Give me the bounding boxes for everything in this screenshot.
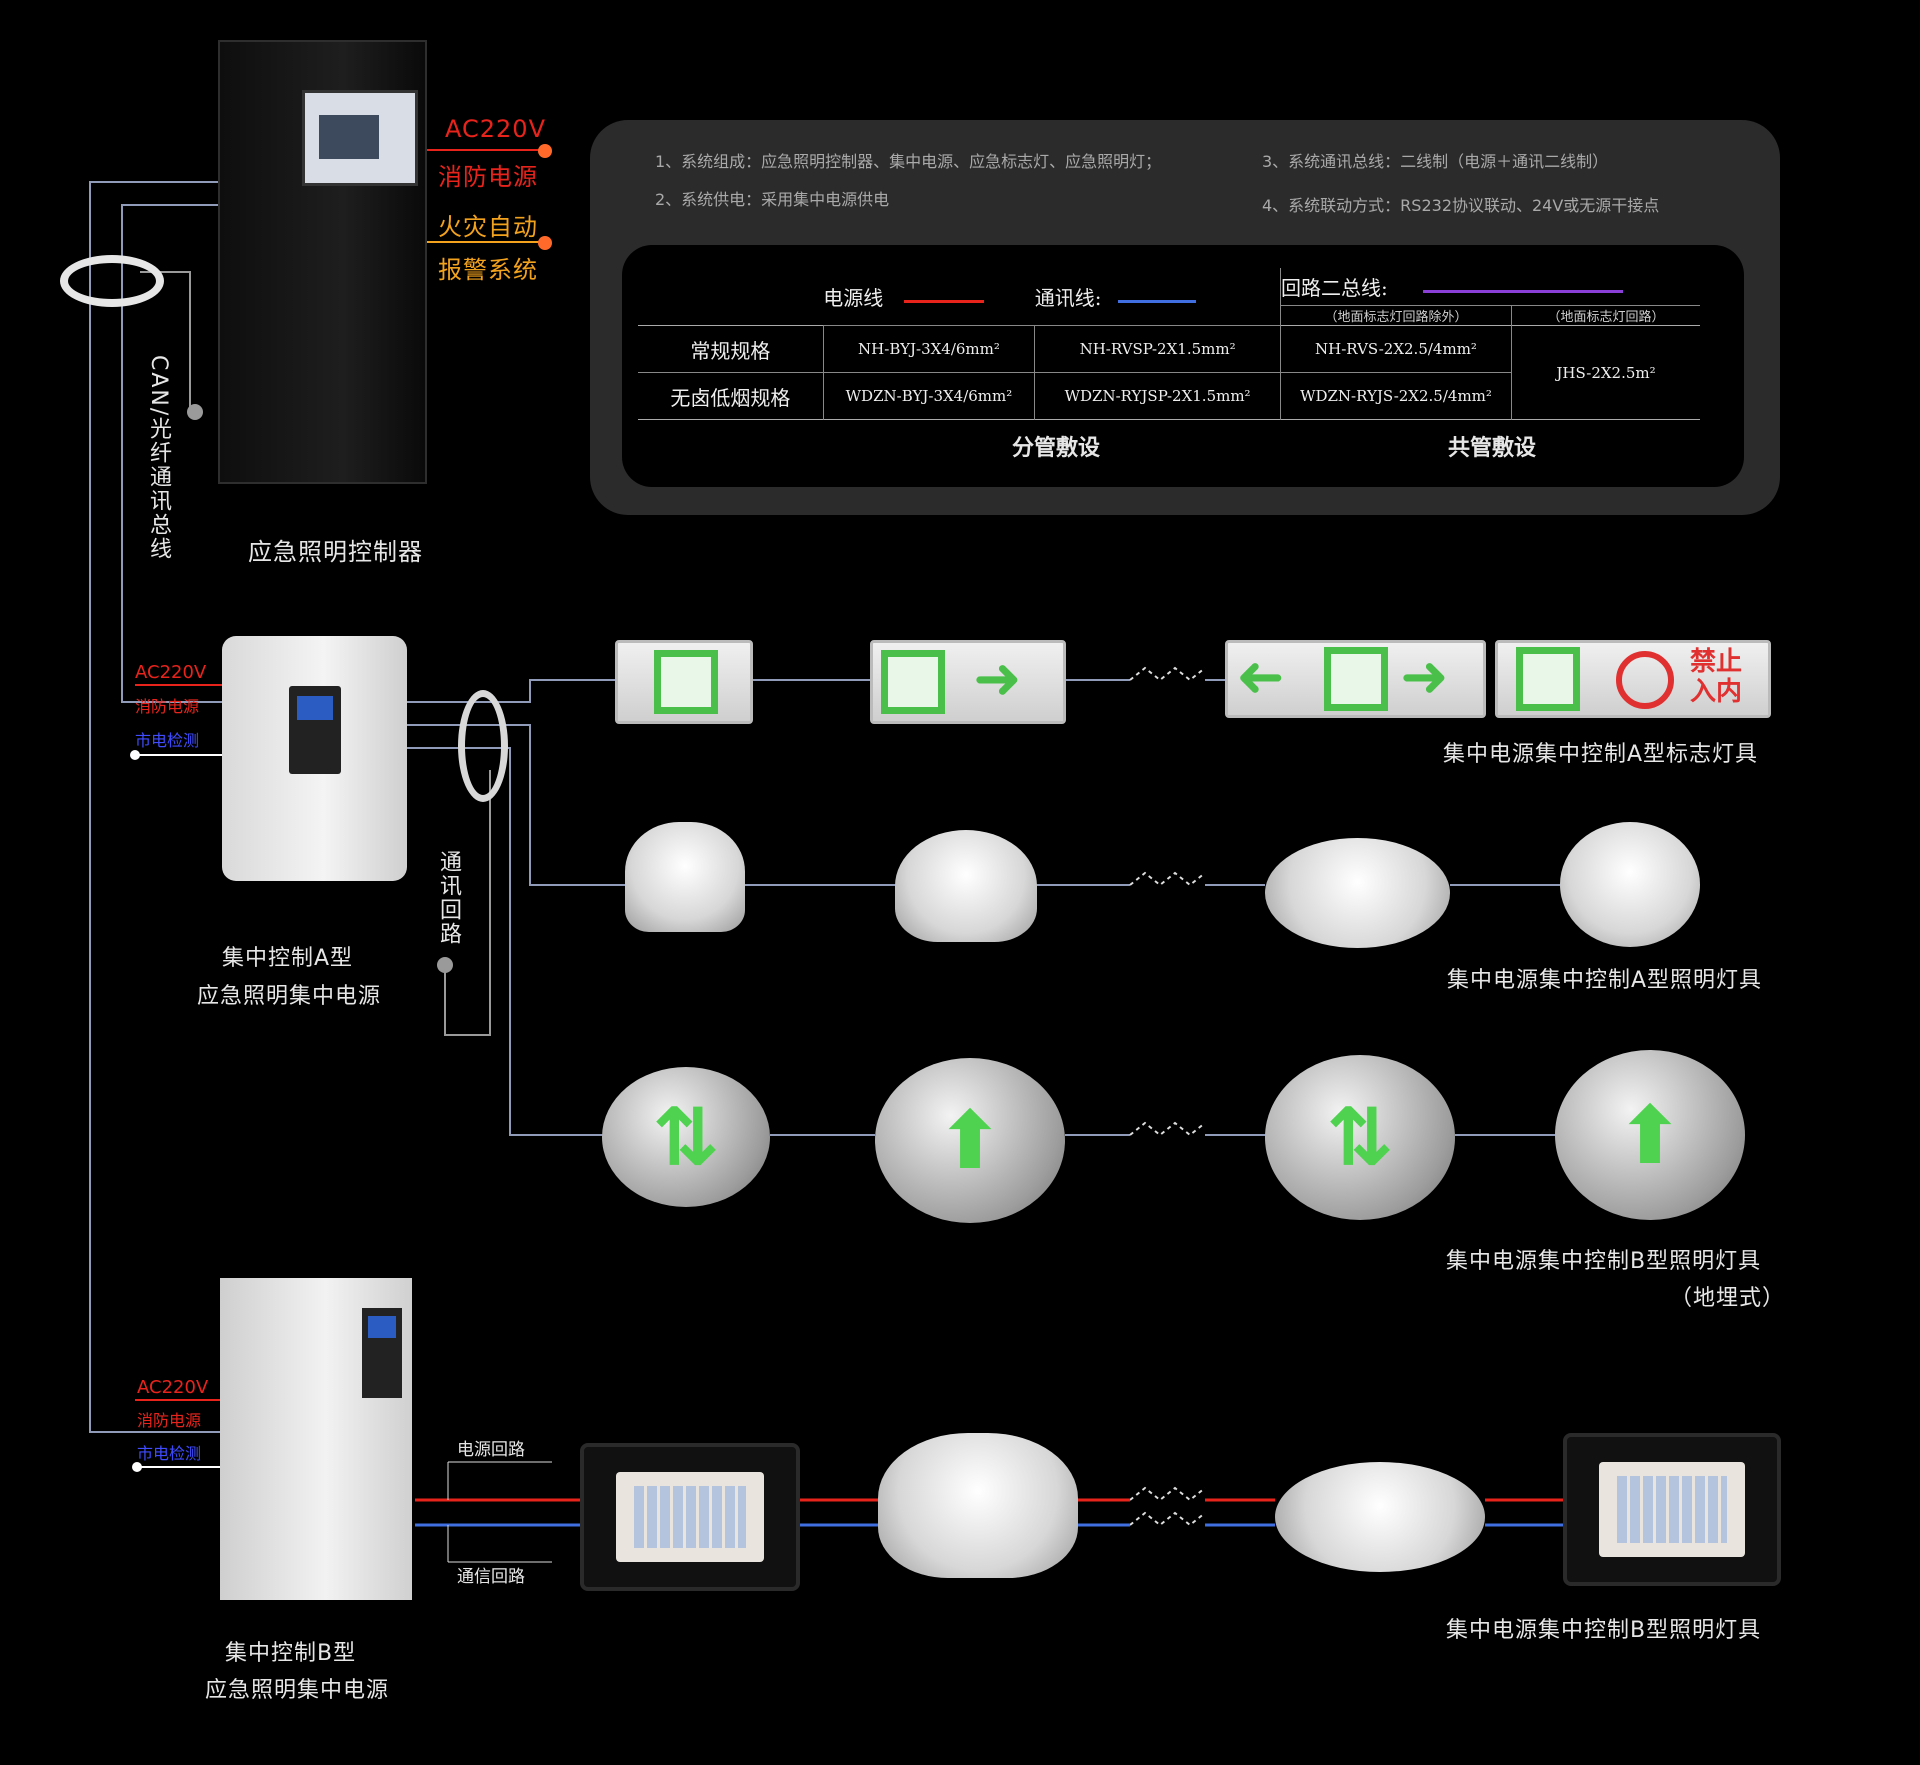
psu-a-display	[289, 686, 341, 774]
row2-comm: WDZN-RYJSP-2X1.5mm²	[1034, 372, 1281, 420]
psu-a-mains-label: 市电检测	[135, 731, 200, 750]
psu-a-fire-power-label: 消防电源	[135, 697, 200, 716]
comm-line-swatch	[1118, 299, 1197, 303]
psu-b-fire-power-label: 消防电源	[137, 1411, 202, 1430]
floor-loop-spec: JHS-2X2.5m²	[1556, 363, 1656, 382]
bus-ring-core	[60, 255, 164, 307]
floor-light-3: ⇅	[1265, 1055, 1455, 1220]
controller-screen	[302, 90, 418, 186]
row2-name: 无卤低烟规格	[638, 372, 824, 420]
exit-sign-arrow-right: ➜	[870, 640, 1066, 724]
floor-light-1: ⇅	[602, 1067, 770, 1207]
controller-fire-alarm-terminal	[538, 236, 552, 250]
flood-light-2	[1563, 1433, 1781, 1586]
controller-ac-label: AC220V	[445, 115, 546, 143]
row1-comm: NH-RVSP-2X1.5mm²	[1034, 325, 1281, 373]
psu-b-caption-2: 应急照明集中电源	[205, 1678, 390, 1703]
row2-power: WDZN-BYJ-3X4/6mm²	[823, 372, 1036, 420]
light-row-caption: 集中电源集中控制A型照明灯具	[1447, 968, 1763, 993]
exit-sign-1	[615, 640, 753, 724]
sign-row-caption: 集中电源集中控制A型标志灯具	[1443, 742, 1759, 767]
spec-table: 电源线 通讯线: 回路二总线: （地面标志灯回路除外） （地面标志灯回路） 常规…	[638, 268, 1700, 420]
psu-b-power-loop-label: 电源回路	[457, 1440, 525, 1460]
power-line-label: 电源线	[823, 286, 884, 310]
downlight-b-1	[878, 1433, 1078, 1578]
double-arrow-icon: ⇅	[1326, 1091, 1394, 1184]
psu-a-caption-2: 应急照明集中电源	[197, 984, 382, 1009]
row1-loop: NH-RVS-2X2.5/4mm²	[1280, 325, 1513, 373]
loop-bus-swatch	[1422, 289, 1623, 293]
b-row-caption: 集中电源集中控制B型照明灯具	[1446, 1618, 1762, 1643]
psu-a-ac-label: AC220V	[135, 662, 207, 683]
arrow-right-icon: ➜	[1400, 642, 1449, 710]
downlight-b-2	[1275, 1462, 1485, 1572]
loop-sub-label-1: （地面标志灯回路除外）	[1281, 306, 1512, 325]
no-entry-text: 禁止入内	[1690, 647, 1743, 707]
fire-alarm-label-1: 火灾自动	[438, 213, 538, 241]
fire-alarm-label-2: 报警系统	[438, 256, 538, 284]
psu-a-comm-loop-label: 通讯回路	[436, 850, 461, 946]
can-bus-label: CAN/光纤通讯总线	[146, 355, 171, 562]
psu-b-ac-label: AC220V	[137, 1377, 209, 1398]
note-2: 2、系统供电：采用集中电源供电	[655, 190, 890, 209]
arrow-left-icon: ➜	[1236, 642, 1285, 710]
running-man-icon	[1516, 647, 1580, 711]
note-1: 1、系统组成：应急照明控制器、集中电源、应急标志灯、应急照明灯；	[655, 152, 1162, 171]
row1-power: NH-BYJ-3X4/6mm²	[823, 325, 1036, 373]
arrow-right-icon: ➜	[973, 644, 1022, 712]
psu-b-display	[362, 1308, 402, 1398]
floor-row-caption-1: 集中电源集中控制B型照明灯具	[1446, 1249, 1762, 1274]
running-man-icon	[881, 650, 945, 714]
running-man-icon	[654, 650, 718, 714]
ceiling-light-3	[1265, 838, 1450, 948]
psu-a-mains-terminal	[130, 750, 140, 760]
exit-sign-bidirectional: ➜ ➜	[1225, 640, 1486, 718]
floor-row-caption-2: （地埋式）	[1670, 1286, 1786, 1311]
arrow-up-icon: ⬆	[936, 1094, 1004, 1187]
psu-b-mains-terminal	[132, 1462, 142, 1472]
psu-a-caption-1: 集中控制A型	[222, 946, 354, 971]
arrow-up-icon: ⬆	[1616, 1088, 1684, 1182]
loop-bus-label: 回路二总线:	[1280, 276, 1388, 300]
exit-sign-no-entry: 禁止入内	[1495, 640, 1771, 718]
controller-caption: 应急照明控制器	[248, 538, 423, 566]
downlight-1	[1560, 822, 1700, 947]
comm-line-label: 通讯线:	[1034, 286, 1102, 310]
psu-b-comm-loop-label: 通信回路	[457, 1567, 525, 1587]
floor-light-4: ⬆	[1555, 1050, 1745, 1220]
controller-fire-power-terminal	[538, 144, 552, 158]
ceiling-light-1	[625, 822, 745, 932]
running-man-icon	[1324, 647, 1388, 711]
double-arrow-icon: ⇅	[652, 1090, 720, 1184]
flood-light-1	[580, 1443, 800, 1591]
psu-a-cabinet	[222, 636, 407, 881]
row2-loop: WDZN-RYJS-2X2.5/4mm²	[1280, 372, 1513, 420]
ceiling-light-2	[895, 830, 1037, 942]
psu-b-caption-1: 集中控制B型	[225, 1641, 357, 1666]
psu-b-mains-label: 市电检测	[137, 1444, 202, 1463]
controller-fire-power-label: 消防电源	[438, 163, 538, 191]
psu-a-ring-core	[458, 690, 508, 802]
note-4: 4、系统联动方式：RS232协议联动、24V或无源干接点	[1262, 196, 1660, 215]
loop-sub-label-2: （地面标志灯回路）	[1547, 310, 1665, 325]
row1-name: 常规规格	[638, 325, 824, 373]
note-3: 3、系统通讯总线：二线制（电源＋通讯二线制）	[1262, 152, 1609, 171]
footer-shared-label: 共管敷设	[1448, 436, 1537, 461]
power-line-swatch	[904, 299, 985, 303]
psu-b-cabinet	[220, 1278, 412, 1600]
footer-separate-label: 分管敷设	[1012, 436, 1101, 461]
floor-light-2: ⬆	[875, 1058, 1065, 1223]
no-entry-icon	[1616, 651, 1674, 709]
controller-cabinet	[218, 40, 427, 484]
